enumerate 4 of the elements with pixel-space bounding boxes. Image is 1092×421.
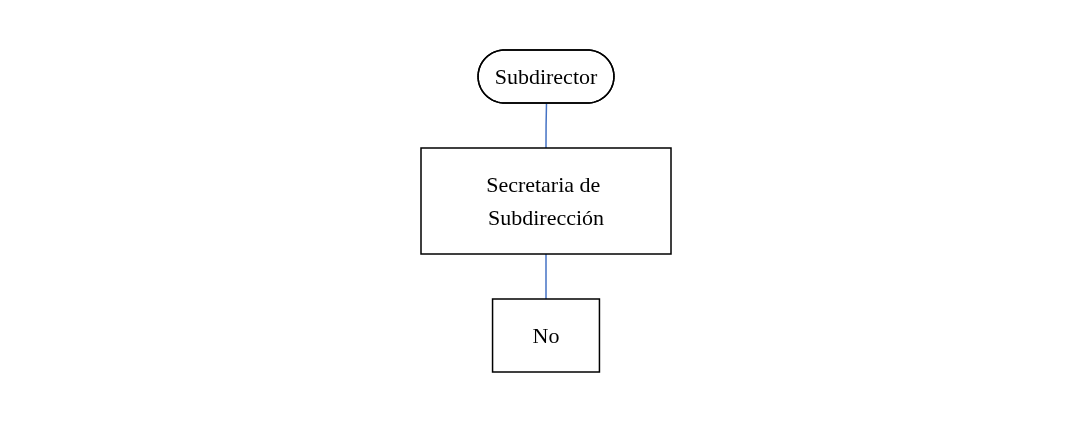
node-box: No (491, 297, 601, 373)
connector (545, 102, 548, 149)
connector (545, 252, 547, 300)
node-box: Secretaria de Subdirección (420, 146, 672, 255)
